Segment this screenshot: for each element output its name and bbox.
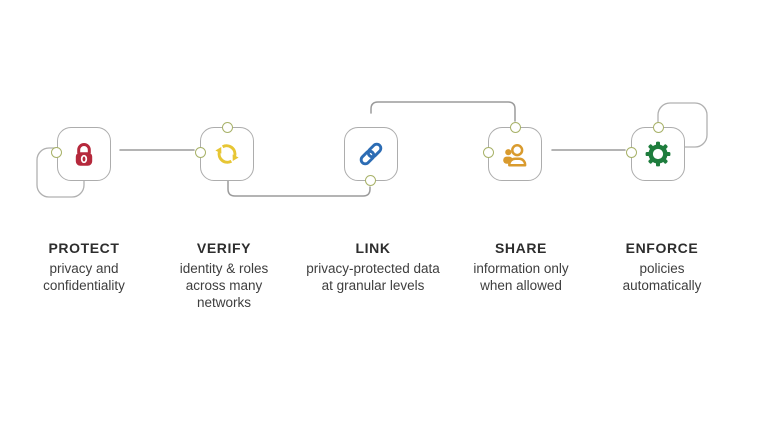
- lock-icon: [75, 143, 93, 166]
- step-box-verify: [200, 127, 254, 181]
- caption-enforce: ENFORCE policies automatically: [623, 240, 702, 294]
- step-subtitle: identity & roles across many networks: [179, 261, 269, 310]
- gear-icon: [645, 141, 671, 167]
- node-dot-verify-left: [195, 147, 206, 158]
- step-title: SHARE: [494, 240, 547, 256]
- step-subtitle: information only when allowed: [473, 261, 569, 293]
- link-icon: [359, 142, 383, 166]
- caption-share: SHARE information only when allowed: [473, 240, 568, 294]
- step-box-link: [344, 127, 398, 181]
- node-dot-enforce-left: [626, 147, 637, 158]
- caption-verify: VERIFY identity & roles across many netw…: [180, 240, 269, 311]
- node-dot-share-left: [483, 147, 494, 158]
- step-subtitle: policies automatically: [622, 261, 702, 293]
- connector-verify-link: [227, 180, 371, 197]
- step-title: VERIFY: [196, 240, 252, 256]
- people-icon: [503, 144, 527, 167]
- step-subtitle: privacy-protected data at granular level…: [306, 261, 440, 293]
- node-dot-link-bottom: [365, 175, 376, 186]
- step-box-share: [488, 127, 542, 181]
- sync-icon: [215, 144, 239, 164]
- caption-protect: PROTECT privacy and confidentiality: [43, 240, 125, 294]
- step-subtitle: privacy and confidentiality: [43, 261, 125, 293]
- node-dot-verify-top: [222, 122, 233, 133]
- step-box-protect: [57, 127, 111, 181]
- caption-link: LINK privacy-protected data at granular …: [306, 240, 440, 294]
- connector-link-share: [370, 101, 516, 122]
- step-title: PROTECT: [48, 240, 120, 256]
- node-dot-enforce-top: [653, 122, 664, 133]
- step-box-enforce: [631, 127, 685, 181]
- step-title: ENFORCE: [625, 240, 699, 256]
- node-dot-share-top: [510, 122, 521, 133]
- node-dot-protect-left: [51, 147, 62, 158]
- step-title: LINK: [355, 240, 391, 256]
